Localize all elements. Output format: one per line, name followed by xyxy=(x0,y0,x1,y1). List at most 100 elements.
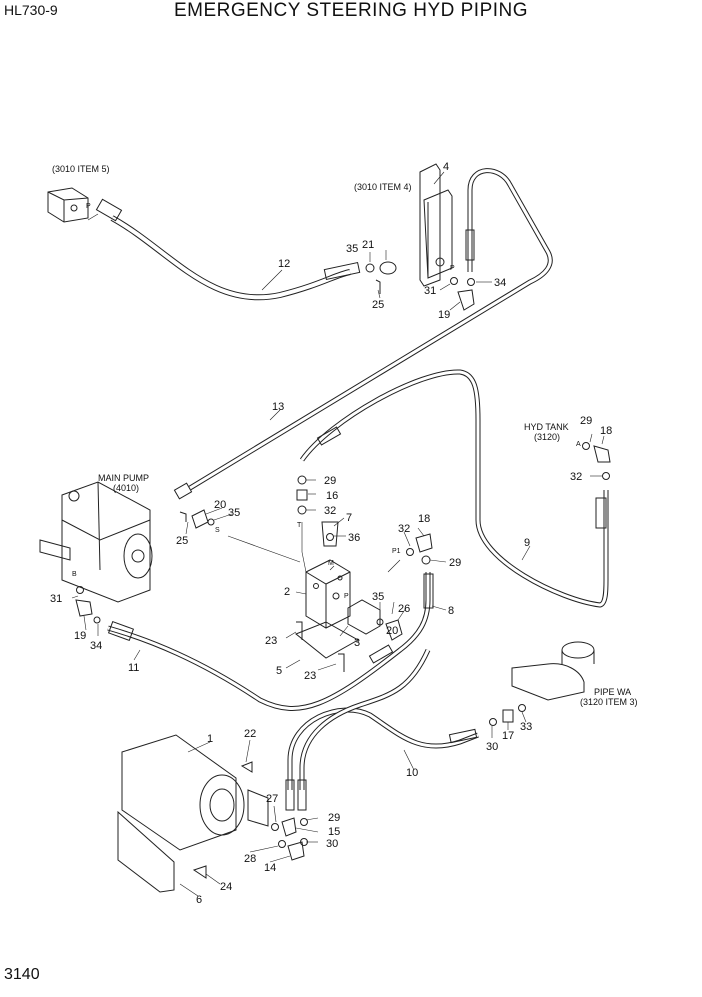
pipe-wa xyxy=(511,641,595,701)
callout-34-top: 34 xyxy=(494,277,506,289)
callout-2: 2 xyxy=(284,586,290,598)
o-ring-35-right xyxy=(376,618,384,626)
emergency-pump-motor-1 xyxy=(121,734,269,851)
callout-27: 27 xyxy=(266,793,278,805)
port-p1-valve: P1 xyxy=(392,548,401,555)
callout-29-lower: 29 xyxy=(328,812,340,824)
connector-17 xyxy=(502,709,514,723)
callout-5: 5 xyxy=(276,665,282,677)
pipe-wa-label: PIPE WA xyxy=(594,687,631,697)
callout-16: 16 xyxy=(326,490,338,502)
callout-15: 15 xyxy=(328,826,340,838)
callout-31-pump: 31 xyxy=(50,593,62,605)
callout-8: 8 xyxy=(448,605,454,617)
callout-19-top: 19 xyxy=(438,309,450,321)
hose-11 xyxy=(107,572,431,711)
callout-17: 17 xyxy=(502,730,514,742)
o-ring-35-pump xyxy=(207,518,215,526)
elbow-15 xyxy=(281,817,297,837)
elbow-18-valve xyxy=(415,533,433,553)
callout-4: 4 xyxy=(443,161,449,173)
bolt-25-pump xyxy=(179,511,187,522)
page-title: EMERGENCY STEERING HYD PIPING xyxy=(173,0,529,21)
callout-25-top: 25 xyxy=(372,299,384,311)
callout-11: 11 xyxy=(128,662,139,674)
port-p-valve: P xyxy=(344,593,349,600)
flange-21 xyxy=(379,261,397,275)
hyd-tank-ref: (3120) xyxy=(534,432,560,442)
hose-13-lower-fitting xyxy=(173,482,193,500)
o-ring-29-valve-right xyxy=(421,555,431,565)
callout-20-right: 20 xyxy=(386,625,398,637)
page-number: 3140 xyxy=(4,966,40,983)
hose-11-sleeve xyxy=(368,644,394,664)
port-p-item5: P xyxy=(86,203,91,210)
bolt-23-right xyxy=(338,653,345,672)
callout-20-pump: 20 xyxy=(214,499,226,511)
bolt-24 xyxy=(192,865,207,879)
callout-6: 6 xyxy=(196,894,202,906)
port-m-valve: M xyxy=(328,560,334,567)
o-ring-32-valve xyxy=(297,505,307,515)
o-ring-34-pump xyxy=(93,616,101,624)
port-s-pump: S xyxy=(215,527,220,534)
o-ring-32-valve-p1 xyxy=(406,548,414,556)
o-ring-32-tank xyxy=(602,472,610,480)
hose-10-upper-sleeve xyxy=(448,728,478,744)
callout-23-left: 23 xyxy=(265,635,277,647)
elbow-14 xyxy=(287,841,305,861)
main-pump xyxy=(39,481,153,603)
bolt-23-left xyxy=(296,621,303,640)
callout-14: 14 xyxy=(264,862,276,874)
main-pump-label: MAIN PUMP xyxy=(98,473,149,483)
hose-12 xyxy=(110,215,351,301)
hose-10 xyxy=(287,648,479,790)
pipe-wa-ref: (3120 ITEM 3) xyxy=(580,697,638,707)
callout-30-lower: 30 xyxy=(326,838,338,850)
callout-13: 13 xyxy=(272,401,284,413)
callout-32-tank: 32 xyxy=(570,471,582,483)
callout-29-valve: 29 xyxy=(324,475,336,487)
bolt-25-top xyxy=(375,279,381,294)
port-p-item4: P xyxy=(450,265,455,272)
callout-18-valve: 18 xyxy=(418,513,430,525)
callout-33: 33 xyxy=(520,721,532,733)
callout-9: 9 xyxy=(524,537,530,549)
callout-30-pipe: 30 xyxy=(486,741,498,753)
o-ring-30-pipe xyxy=(489,718,497,726)
elbow-18-tank xyxy=(593,445,611,463)
main-pump-ref: (4010) xyxy=(113,483,139,493)
hose-10-lower-sleeve-a xyxy=(285,779,295,811)
model-number: HL730-9 xyxy=(4,2,58,18)
o-ring-35-top xyxy=(365,263,375,273)
callout-35-right: 35 xyxy=(372,591,384,603)
pressure-switch-7 xyxy=(321,521,339,547)
callout-7: 7 xyxy=(346,512,352,524)
callout-34-pump: 34 xyxy=(90,640,102,652)
callout-36: 36 xyxy=(348,532,360,544)
o-ring-28 xyxy=(278,840,286,848)
hose-12-sleeve xyxy=(323,261,361,281)
callout-21: 21 xyxy=(362,239,374,251)
callout-35-pump: 35 xyxy=(228,507,240,519)
flange-20-pump xyxy=(191,509,209,529)
component-3 xyxy=(347,599,381,635)
flange-20-right xyxy=(385,619,403,641)
elbow-19-pump xyxy=(75,599,93,617)
item4-valve-bracket xyxy=(419,163,453,287)
connector-16 xyxy=(296,489,308,501)
hyd-tank-label: HYD TANK xyxy=(524,422,569,432)
port-a-tank: A xyxy=(576,441,581,448)
mounting-bracket-6 xyxy=(117,810,175,893)
o-ring-31-top xyxy=(450,277,458,285)
o-ring-36 xyxy=(326,533,334,541)
port-t-valve: T xyxy=(297,522,302,529)
o-ring-31-pump xyxy=(76,586,84,594)
callout-29-tank: 29 xyxy=(580,415,592,427)
leader-lines xyxy=(71,171,605,897)
port-b-pump: B xyxy=(72,571,77,578)
callout-3: 3 xyxy=(354,637,360,649)
callout-29-valve-right: 29 xyxy=(449,557,461,569)
